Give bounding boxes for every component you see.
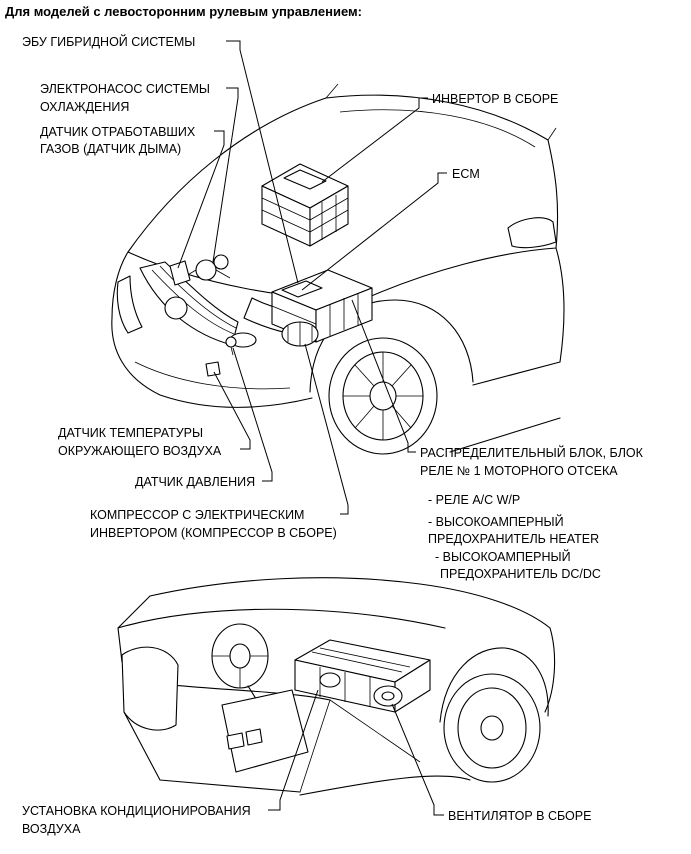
windshield-edge [325,83,557,141]
leader-line-blower [391,703,444,816]
label-inverter: ИНВЕРТОР В СБОРЕ [432,92,558,106]
ecm-box [281,280,323,298]
left-headlight [116,275,143,334]
relay-item-dcdc-fuse-line-2: ПРЕДОХРАНИТЕЛЬ DC/DC [440,567,601,581]
steering-wheel [211,623,269,703]
lower-car-cabin-view [117,577,556,796]
rear-wheel-arch [439,647,549,723]
label-ac-unit-line-2: ВОЗДУХА [22,822,81,836]
driver-seat [121,646,179,731]
front-tire [328,337,438,455]
label-blower: ВЕНТИЛЯТОР В СБОРЕ [448,809,591,823]
leader-line-inverter [321,97,428,183]
center-console [221,689,309,773]
relay-item-ac-wp: - РЕЛЕ A/C W/P [428,493,520,507]
label-relay-block-line-1: РАСПРЕДЕЛИТЕЛЬНЫЙ БЛОК, БЛОК [420,445,644,460]
diagram-title: Для моделей с левосторонним рулевым упра… [5,4,362,19]
body-side-line [472,361,561,386]
coolant-pump [185,254,231,281]
label-ambient-sensor-line-2: ОКРУЖАЮЩЕГО ВОЗДУХА [58,444,222,458]
label-coolant-pump-line-2: ОХЛАЖДЕНИЯ [40,100,129,114]
front-rim-spokes [343,352,423,440]
leader-line-ambient-sensor [213,371,251,450]
steering-spokes [212,655,268,688]
blower-assembly [373,685,403,707]
pressure-sensor [225,336,237,356]
console-vent-left [226,732,245,750]
leader-line-hybrid-ecu [226,40,299,284]
label-ambient-sensor-line-1: ДАТЧИК ТЕМПЕРАТУРЫ [58,426,203,440]
rear-rim [457,687,527,769]
rocker-line [449,417,561,453]
label-ac-unit-line-1: УСТАНОВКА КОНДИЦИОНИРОВАНИЯ [22,804,251,818]
compressor-lines [287,322,313,346]
ambient-temp-sensor [205,361,221,377]
label-relay-block-line-2: РЕЛЕ № 1 МОТОРНОГО ОТСЕКА [420,464,618,478]
floor-line [299,699,421,793]
air-conditioning-unit [294,639,431,713]
label-compressor-line-2: ИНВЕРТОРОМ (КОМПРЕССОР В СБОРЕ) [90,526,337,540]
relay-block-ribs [271,293,359,336]
inverter-top-cover [283,169,327,190]
inverter-ribs [261,195,349,240]
rear-hub [480,715,504,741]
blower-housing [373,685,403,707]
pressure-sensor-stem [230,346,234,356]
label-ecm: ECM [452,167,480,181]
side-mirror [507,217,557,249]
label-hybrid-ecu: ЭБУ ГИБРИДНОЙ СИСТЕМЫ [22,34,195,49]
pressure-sensor-head [225,336,237,348]
leader-line-relay-block [351,299,416,453]
leader-line-smoke-sensor [177,130,225,269]
label-coolant-pump-line-1: ЭЛЕКТРОНАСОС СИСТЕМЫ [40,82,210,96]
blower-fan [381,691,395,701]
relay-item-heater-fuse-line-2: ПРЕДОХРАНИТЕЛЬ HEATER [428,532,599,546]
electric-compressor [281,321,319,347]
leader-line-ac-unit [268,689,319,811]
lower-intake [134,361,291,390]
label-pressure-sensor: ДАТЧИК ДАВЛЕНИЯ [135,475,255,489]
roof-line [149,577,551,629]
leader-line-compressor [304,343,349,515]
front-wheel [328,337,438,455]
front-wheel-arch [309,299,474,393]
front-bumper [111,317,313,408]
console-vent-right [245,728,263,746]
lexus-emblem [164,296,188,320]
leader-line-ecm [301,172,447,291]
front-left-corner [111,251,129,319]
upper-car-front-view [111,83,565,455]
leader-line-coolant-pump [212,87,239,263]
label-compressor-line-1: КОМПРЕССОР С ЭЛЕКТРИЧЕСКИМ [90,508,304,522]
fender-side-line [555,247,565,363]
label-smoke-sensor-line-1: ДАТЧИК ОТРАБОТАВШИХ [40,125,196,139]
pump-motor [213,254,229,270]
leader-line-pressure-sensor [232,347,273,482]
cowl-line [339,109,536,148]
relay-item-heater-fuse-line-1: - ВЫСОКОАМПЕРНЫЙ [428,514,564,529]
pump-body [195,259,217,281]
door-lower-line [123,711,301,793]
ac-heater-core [319,672,341,688]
grille-slats [151,265,237,335]
label-smoke-sensor-line-2: ГАЗОВ (ДАТЧИК ДЫМА) [40,142,181,156]
relay-item-dcdc-fuse-line-1: - ВЫСОКОАМПЕРНЫЙ [435,549,571,564]
inverter-assembly [261,163,349,247]
rear-pillar [544,627,556,713]
inverter-side-face [309,185,349,247]
rear-tire [443,673,541,783]
hybrid-ecu-and-relay-block [271,269,373,343]
leader-lines [177,40,447,816]
rear-wheel [443,673,541,783]
door-sill [299,775,471,796]
dashboard-top [117,608,446,629]
